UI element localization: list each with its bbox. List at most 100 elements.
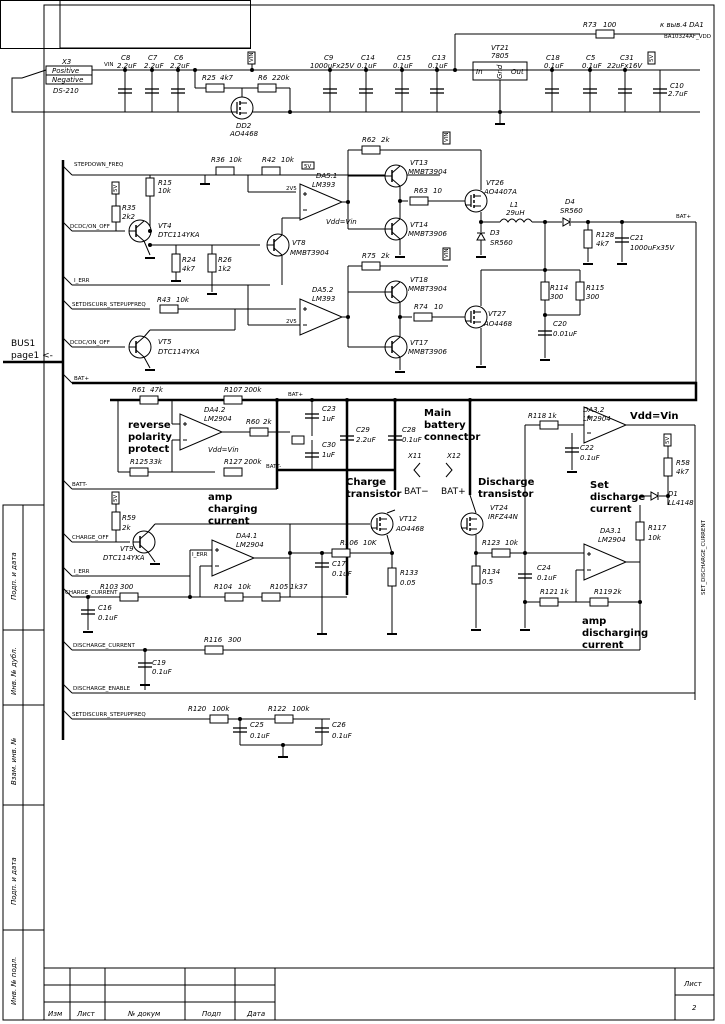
c16: C16 0.1uF: [80, 597, 119, 633]
note-charge: Charge: [346, 477, 386, 488]
bus1-page: page1 <-: [11, 351, 53, 361]
net-discharge-current: DISCHARGE_CURRENT: [73, 643, 135, 649]
svg-text:33k: 33k: [149, 458, 163, 466]
net-charge-current: CHARGE_CURRENT: [65, 590, 118, 596]
net-set-discharge-current: SET_DISCHARGE_CURRENT: [701, 519, 707, 595]
tb-doc: № докум: [127, 1010, 161, 1018]
ref-note-net: BA10324AF_VDD: [664, 34, 711, 40]
svg-text:C18: C18: [546, 54, 560, 62]
svg-text:C10: C10: [670, 82, 684, 90]
net-bat-plus-top: BAT+: [676, 214, 691, 220]
svg-text:47k: 47k: [150, 386, 164, 394]
svg-text:1k2: 1k2: [218, 265, 232, 273]
svg-text:R106: R106: [340, 539, 359, 547]
svg-text:VT4: VT4: [158, 222, 172, 230]
svg-text:2.2uF: 2.2uF: [356, 436, 377, 444]
svg-text:R42: R42: [262, 156, 276, 164]
svg-text:5V: 5V: [665, 437, 671, 444]
svg-text:R116: R116: [204, 636, 223, 644]
svg-text:10k: 10k: [158, 187, 172, 195]
svg-text:0.1uF: 0.1uF: [98, 614, 119, 622]
note-discharge-transistor: transistor: [478, 489, 534, 500]
svg-text:SR560: SR560: [560, 207, 583, 215]
bat-plus-rail: BAT+: [72, 381, 698, 595]
net-i-err-3: I_ERR: [192, 552, 208, 558]
svg-text:R60: R60: [246, 418, 260, 426]
junctions: [86, 68, 670, 747]
svg-text:0.1uF: 0.1uF: [152, 668, 173, 676]
svg-text:R107: R107: [224, 386, 243, 394]
x3-ref: X3: [61, 58, 71, 66]
svg-text:MMBT3904: MMBT3904: [408, 285, 447, 293]
note-polarity: polarity: [128, 432, 172, 443]
svg-text:Out: Out: [511, 68, 524, 76]
note-charging: charging: [208, 504, 258, 515]
svg-text:R25: R25: [202, 74, 216, 82]
svg-text:BAT−: BAT−: [404, 487, 429, 497]
svg-text:R133: R133: [400, 569, 418, 577]
note-charge-transistor: transistor: [346, 489, 402, 500]
svg-text:C16: C16: [98, 604, 112, 612]
svg-text:DD2: DD2: [236, 122, 252, 130]
svg-text:R75: R75: [362, 252, 376, 260]
svg-text:2k: 2k: [381, 252, 390, 260]
svg-text:2.2uF: 2.2uF: [170, 62, 191, 70]
svg-text:200k: 200k: [244, 458, 262, 466]
net-charge-off: CHARGE_OFF: [72, 535, 109, 541]
svg-text:R114: R114: [550, 284, 568, 292]
svg-text:300: 300: [586, 293, 600, 301]
net-2v5-1: 2V5: [286, 186, 297, 192]
svg-text:L1: L1: [510, 201, 518, 209]
svg-text:C9: C9: [324, 54, 334, 62]
svg-text:10k: 10k: [229, 156, 243, 164]
svg-text:C26: C26: [332, 721, 346, 729]
svg-text:R122: R122: [268, 705, 287, 713]
svg-text:VT12: VT12: [399, 515, 418, 523]
svg-text:200k: 200k: [244, 386, 262, 394]
svg-text:AO4468: AO4468: [483, 320, 513, 328]
svg-text:2.2uF: 2.2uF: [144, 62, 165, 70]
svg-text:10k: 10k: [238, 583, 252, 591]
svg-text:X11: X11: [407, 452, 422, 460]
c5: C50.1uF: [582, 54, 603, 112]
svg-text:MMBT3904: MMBT3904: [290, 249, 329, 257]
net-batt-minus-bus: BATT-: [72, 482, 87, 488]
svg-text:2k: 2k: [381, 136, 390, 144]
svg-text:LM2904: LM2904: [236, 541, 264, 549]
svg-text:22uFx16V: 22uFx16V: [607, 62, 643, 70]
net-i-err-1: I_ERR: [74, 278, 90, 284]
svg-text:VT24: VT24: [490, 504, 508, 512]
svg-text:220k: 220k: [272, 74, 290, 82]
svg-text:Vdd=Vin: Vdd=Vin: [326, 218, 357, 226]
svg-text:VT17: VT17: [410, 339, 429, 347]
svg-text:5V: 5V: [113, 185, 119, 192]
svg-text:R43: R43: [157, 296, 171, 304]
svg-text:C5: C5: [586, 54, 596, 62]
side-stamp-1: Подп. и дата: [10, 552, 18, 600]
